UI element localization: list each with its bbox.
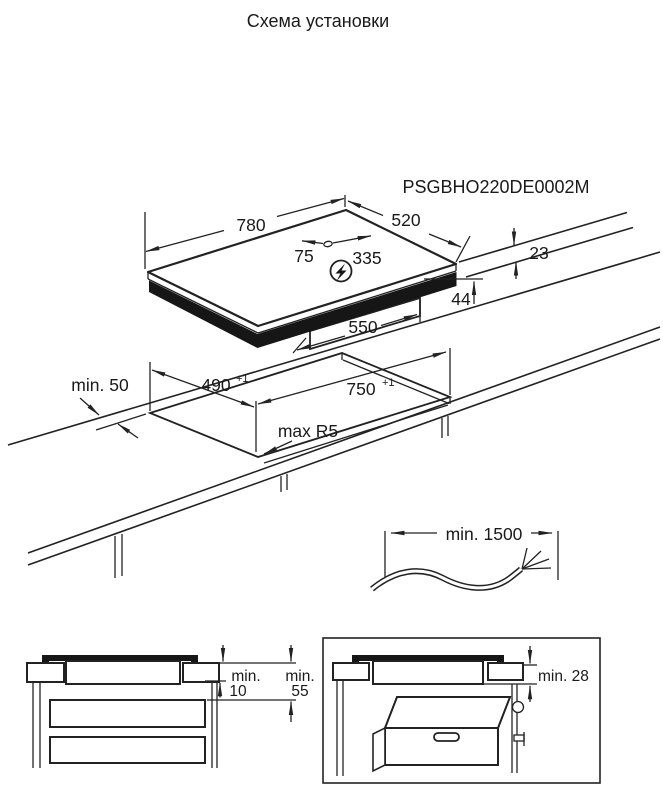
worktop-front-edge-top xyxy=(27,326,661,554)
dim-cable-length: min. 1500 xyxy=(446,524,523,544)
dim-cable-offset-right: 335 xyxy=(352,248,381,268)
worktop xyxy=(7,251,661,578)
hob-body-section xyxy=(372,660,484,685)
dim-body-height: 44 xyxy=(451,289,471,309)
cable-wire-strands xyxy=(521,547,552,570)
dim-drawer-gap-label: min. xyxy=(231,668,260,685)
dim-cutout-depth: 490 xyxy=(201,375,230,395)
hob-dimensions: 780 520 75 335 23 44 550 xyxy=(144,195,634,354)
mains-cable-detail: min. 1500 xyxy=(370,524,559,592)
dim-hob-depth: 520 xyxy=(391,210,420,230)
cutout-outline xyxy=(147,352,453,458)
dim-body-width: 550 xyxy=(348,317,377,337)
oven-side xyxy=(372,726,386,773)
drawer-clearance-view: min. 10 min. 55 xyxy=(26,645,315,768)
cutout-dimensions: min. 50 490 +1 750 +1 max R5 xyxy=(71,348,451,455)
worktop-front-edge-bottom xyxy=(27,338,661,566)
dim-rim-height: 23 xyxy=(529,243,548,263)
hob-glass-section xyxy=(42,655,198,661)
worktop-right-section xyxy=(487,662,524,681)
oven-clearance-view: min. 28 xyxy=(322,637,601,784)
mounting-screw xyxy=(513,734,525,742)
page-title: Схема установки xyxy=(247,11,390,31)
dim-cutout-width-tol: +1 xyxy=(382,377,395,389)
oven-top xyxy=(383,696,512,729)
view-frame xyxy=(322,637,601,784)
dim-shelf-gap-value: 55 xyxy=(291,683,308,700)
hob-body-section xyxy=(65,660,181,685)
dim-shelf-gap-label: min. xyxy=(285,668,314,685)
cabinet-knob xyxy=(511,700,525,714)
dim-cutout-width: 750 xyxy=(346,379,375,399)
drawer-lower xyxy=(49,736,206,764)
worktop-left-section xyxy=(26,662,65,683)
dim-hob-width: 780 xyxy=(236,215,265,235)
built-in-oven xyxy=(372,696,512,773)
cabinet-legs xyxy=(114,416,449,578)
hob-isometric xyxy=(146,208,458,351)
cable-gland xyxy=(323,240,333,248)
worktop-left-section xyxy=(332,662,370,681)
worktop-back-edge xyxy=(7,251,661,446)
cable-core xyxy=(371,567,523,591)
worktop-right-section xyxy=(182,662,220,683)
electrical-connection-icon xyxy=(329,259,353,283)
dim-back-clearance: min. 50 xyxy=(71,375,129,395)
dim-cable-offset-left: 75 xyxy=(294,246,313,266)
dim-oven-clearance: min. 28 xyxy=(538,668,589,685)
model-code: PSGBHO220DE0002M xyxy=(402,177,589,197)
drawer-upper xyxy=(49,699,206,728)
hob-glass-section xyxy=(352,655,504,661)
dim-corner-radius: max R5 xyxy=(278,421,338,441)
hob-body-band xyxy=(149,272,457,348)
oven-handle xyxy=(433,732,460,742)
worktop-cutout xyxy=(147,352,453,464)
dim-cutout-depth-tol: +1 xyxy=(236,373,249,385)
dim-drawer-gap-value: 10 xyxy=(229,683,247,700)
